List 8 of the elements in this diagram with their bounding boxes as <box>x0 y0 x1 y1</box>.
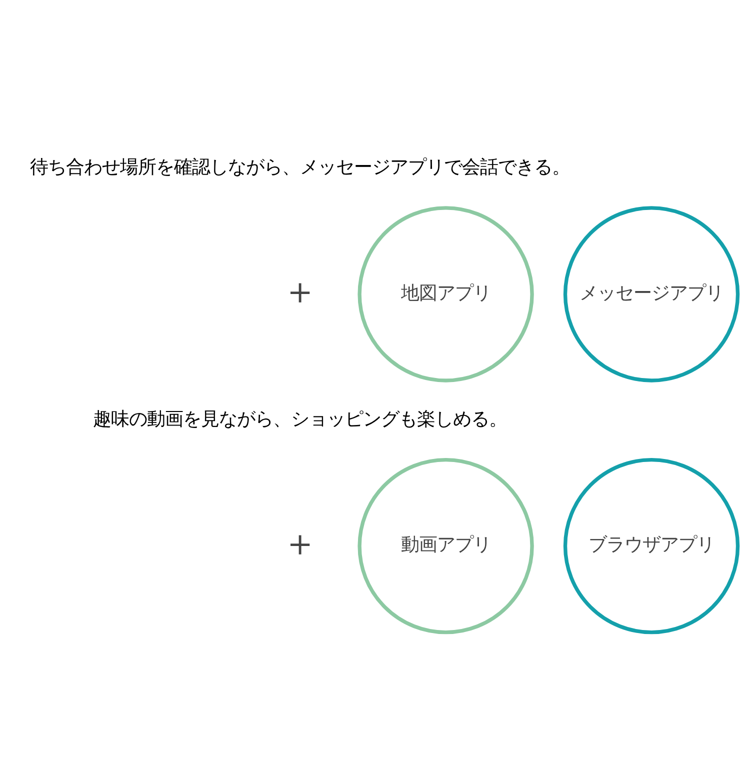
node-circle: メッセージアプリ <box>563 206 740 382</box>
label: ＋ <box>282 521 319 564</box>
label: 待ち合わせ場所を確認しながら、メッセージアプリで会話できる。 <box>30 156 570 178</box>
node-circle: ブラウザアプリ <box>563 458 740 634</box>
node-circle: 地図アプリ <box>358 206 534 382</box>
label: ＋ <box>282 269 319 312</box>
label: 趣味の動画を見ながら、ショッピングも楽しめる。 <box>93 408 508 430</box>
node-circle: 動画アプリ <box>358 458 534 634</box>
